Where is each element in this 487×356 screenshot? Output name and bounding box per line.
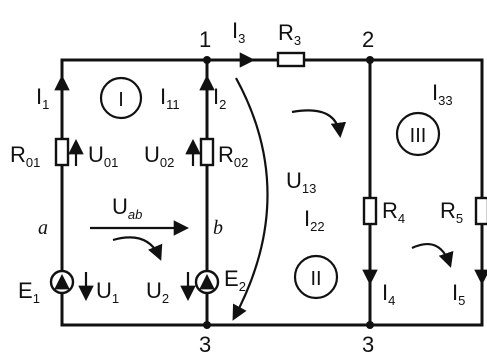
- node-2-dot: [366, 56, 374, 64]
- resistor-r4: [362, 196, 378, 226]
- loop-arrow-2: [291, 109, 347, 139]
- label-u13: U13: [286, 168, 316, 196]
- svg-text:III: III: [410, 125, 427, 147]
- label-i22: I22: [304, 206, 325, 234]
- label-i11: I11: [160, 84, 180, 112]
- label-e2: E2: [224, 266, 246, 294]
- label-uab: Uab: [112, 194, 142, 222]
- node-3-right-dot: [366, 321, 374, 329]
- label-point-a: a: [38, 217, 48, 239]
- loop-2-marker: II: [293, 254, 339, 300]
- label-u1: U1: [96, 278, 119, 306]
- node-3-left-label: 3: [199, 332, 211, 356]
- label-i2: I2: [213, 84, 226, 112]
- resistor-r02: [199, 137, 215, 167]
- label-r02: R02: [218, 142, 248, 170]
- svg-text:II: II: [310, 268, 321, 290]
- node-3-right-label: 3: [362, 332, 374, 356]
- label-r01: R01: [10, 142, 40, 170]
- label-i33: I33: [432, 80, 453, 108]
- label-r3: R3: [278, 20, 301, 48]
- wires: [60, 58, 484, 327]
- loop-arrow-3: [411, 243, 454, 268]
- arrow-u13: [232, 77, 269, 321]
- source-e1: [49, 269, 75, 295]
- node-1-dot: [203, 56, 211, 64]
- svg-text:I: I: [118, 89, 124, 111]
- loop-arrow-1: [112, 236, 163, 261]
- node-3-left-dot: [203, 321, 211, 329]
- resistor-r01: [54, 137, 70, 167]
- label-r5: R5: [440, 198, 463, 226]
- node-2-label: 2: [362, 27, 374, 52]
- resistor-r5: [474, 196, 487, 226]
- label-u01: U01: [88, 142, 118, 170]
- label-u02: U02: [144, 142, 174, 170]
- resistor-r3: [276, 51, 306, 68]
- label-r4: R4: [382, 198, 405, 226]
- loop-3-marker: III: [395, 111, 441, 157]
- label-i5: I5: [452, 280, 465, 308]
- label-i1: I1: [36, 84, 49, 112]
- label-i3: I3: [232, 18, 245, 46]
- loop-1-marker: I: [99, 76, 143, 120]
- label-point-b: b: [213, 217, 223, 239]
- source-e2: [194, 269, 220, 295]
- label-u2: U2: [146, 278, 169, 306]
- label-e1: E1: [18, 278, 40, 306]
- node-1-label: 1: [199, 27, 211, 52]
- label-i4: I4: [382, 280, 395, 308]
